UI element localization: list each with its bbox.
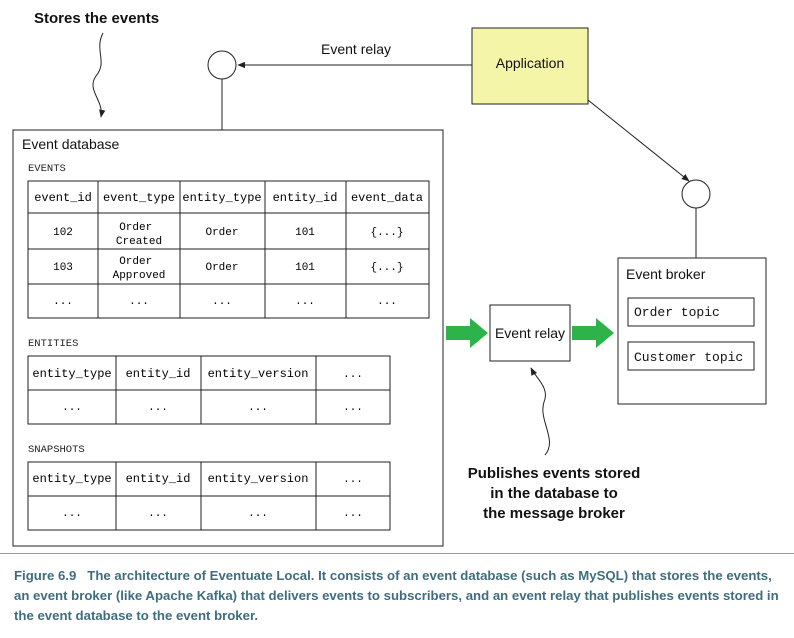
events-cell: 102 [53, 227, 73, 239]
events-cell-line: Order [119, 256, 152, 268]
event-broker-label: Event broker [626, 266, 706, 282]
snapshots-header-cell: entity_id [126, 472, 191, 486]
events-cell: 103 [53, 262, 73, 274]
event-database-box [12, 129, 444, 547]
events-table: event_id event_type entity_type entity_i… [27, 180, 430, 319]
publishes-annotation-line: the message broker [483, 505, 625, 522]
entities-header-cell: ... [343, 369, 363, 381]
entities-table-label: ENTITIES [28, 338, 78, 350]
events-cell: ... [129, 296, 149, 308]
events-cell-line: Created [116, 236, 162, 248]
events-cell: ... [377, 296, 397, 308]
events-header-cell: entity_id [273, 191, 338, 205]
events-table-label: EVENTS [28, 163, 66, 175]
application-label: Application [496, 55, 565, 71]
events-header-cell: event_type [103, 191, 175, 205]
event-database-label: Event database [22, 136, 120, 152]
event-relay-box [489, 304, 571, 362]
entities-cell: ... [62, 402, 82, 414]
publishes-annotation-line: Publishes events stored [468, 465, 641, 482]
database-to-relay-arrow [446, 318, 488, 348]
events-cell-line: Order [119, 222, 152, 234]
events-cell: Order [205, 227, 238, 239]
snapshots-cell: ... [343, 508, 363, 520]
events-cell: {...} [370, 262, 403, 274]
figure-caption-text: The architecture of Eventuate Local. It … [14, 568, 779, 623]
entities-header-cell: entity_version [208, 367, 309, 381]
entities-header-cell: entity_type [32, 367, 111, 381]
events-header-cell: entity_type [182, 191, 261, 205]
events-cell: Order Created [116, 222, 162, 248]
events-cell: ... [295, 296, 315, 308]
snapshots-cell: ... [148, 508, 168, 520]
entities-header-cell: entity_id [126, 367, 191, 381]
events-cell: ... [53, 296, 73, 308]
snapshots-table-label: SNAPSHOTS [28, 444, 85, 456]
broker-connector-circle [681, 179, 711, 209]
caption-separator [0, 553, 794, 554]
snapshots-cell: ... [62, 508, 82, 520]
publishes-annotation-line: in the database to [490, 485, 618, 502]
entities-cell: ... [148, 402, 168, 414]
stores-events-annotation: Stores the events [34, 10, 159, 27]
entities-cell: ... [248, 402, 268, 414]
event-broker-box [617, 257, 767, 405]
events-cell: {...} [370, 227, 403, 239]
events-cell: Order Approved [113, 256, 166, 282]
order-topic-box [627, 297, 755, 327]
figure-caption: Figure 6.9 The architecture of Eventuate… [14, 566, 784, 626]
snapshots-header-cell: entity_type [32, 472, 111, 486]
figure-label: Figure 6.9 [14, 568, 77, 583]
events-cell-line: Approved [113, 270, 166, 282]
entities-table: entity_type entity_id entity_version ...… [27, 355, 391, 425]
snapshots-table: entity_type entity_id entity_version ...… [27, 461, 391, 531]
events-cell: ... [212, 296, 232, 308]
events-header-cell: event_data [351, 191, 423, 205]
snapshots-header-cell: ... [343, 474, 363, 486]
event-relay-box-label: Event relay [495, 325, 565, 341]
database-connector-circle [207, 50, 237, 80]
application-broker-arrow [587, 99, 690, 182]
snapshots-cell: ... [248, 508, 268, 520]
customer-topic-label: Customer topic [634, 350, 743, 365]
customer-topic-box [627, 341, 755, 371]
publishes-events-pointer [530, 367, 550, 456]
entities-cell: ... [343, 402, 363, 414]
snapshots-header-cell: entity_version [208, 472, 309, 486]
events-header-cell: event_id [34, 191, 92, 205]
stores-events-pointer [92, 32, 106, 118]
application-box [471, 27, 589, 105]
events-cell: 101 [295, 262, 315, 274]
event-relay-top-label: Event relay [321, 41, 391, 57]
events-cell: 101 [295, 227, 315, 239]
architecture-diagram: Stores the events Event relay Applicatio… [12, 10, 767, 547]
events-cell: Order [205, 262, 238, 274]
order-topic-label: Order topic [634, 305, 720, 320]
relay-to-broker-arrow [572, 318, 614, 348]
